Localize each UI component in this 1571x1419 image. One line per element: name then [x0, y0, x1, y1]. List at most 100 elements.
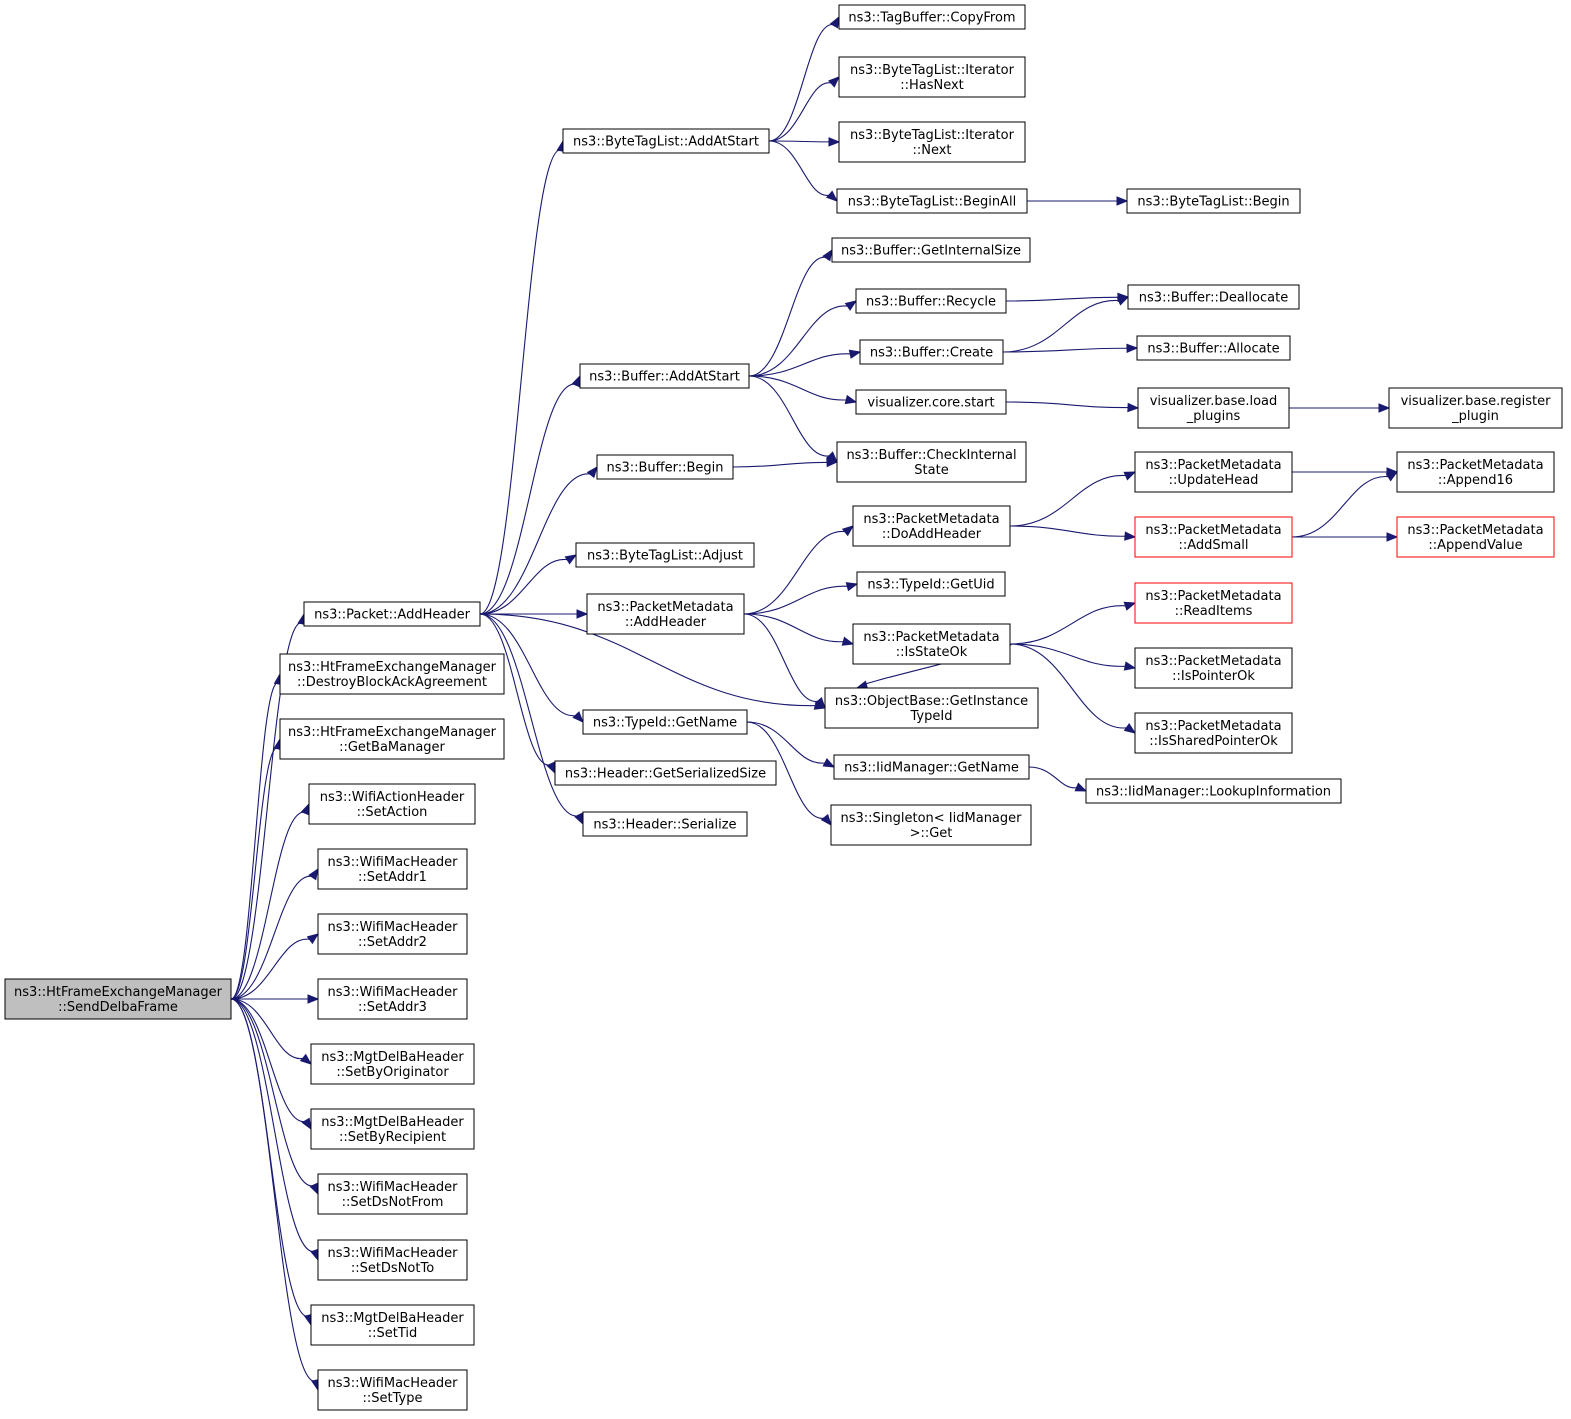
edge-n14-to-n23: [768, 15, 840, 142]
node-n13[interactable]: ns3::WifiMacHeader::SetType: [317, 1369, 468, 1411]
edge-arrowhead: [306, 933, 320, 945]
node-n45[interactable]: ns3::PacketMetadata::IsPointerOk: [1134, 647, 1293, 689]
node-label-line: ::SetType: [363, 1391, 423, 1406]
node-box: [1137, 387, 1290, 429]
node-n3[interactable]: ns3::HtFrameExchangeManager::GetBaManage…: [279, 718, 505, 760]
node-n5[interactable]: ns3::WifiMacHeader::SetAddr1: [317, 848, 468, 890]
edge-n41-to-n43: [1292, 532, 1399, 542]
node-n1[interactable]: ns3::Packet::AddHeader: [303, 601, 481, 627]
node-n17[interactable]: ns3::ByteTagList::Adjust: [575, 542, 755, 568]
node-n24[interactable]: ns3::ByteTagList::Iterator::HasNext: [838, 56, 1026, 98]
node-n30[interactable]: ns3::Buffer::Create: [859, 339, 1004, 365]
edge-n30-to-n34: [1002, 343, 1139, 354]
node-n49[interactable]: ns3::IidManager::LookupInformation: [1085, 778, 1342, 804]
node-label-line: _plugins: [1186, 409, 1241, 424]
edge-n0-to-n6: [230, 933, 320, 1000]
edge-arrowhead: [546, 761, 556, 775]
node-box: [852, 505, 1011, 547]
node-n21[interactable]: ns3::Header::Serialize: [582, 811, 748, 837]
edge-arrowhead: [301, 1117, 312, 1131]
node-n0[interactable]: ns3::HtFrameExchangeManager::SendDelbaFr…: [4, 978, 232, 1020]
node-n48[interactable]: ns3::Singleton< IidManager >::Get: [830, 804, 1032, 846]
node-n29[interactable]: ns3::Buffer::Recycle: [855, 288, 1007, 314]
node-n14[interactable]: ns3::ByteTagList::AddAtStart: [562, 128, 770, 154]
node-n12[interactable]: ns3::MgtDelBaHeader::SetTid: [310, 1304, 475, 1346]
node-label-line: ::SetByOriginator: [336, 1065, 449, 1080]
node-n44[interactable]: ns3::PacketMetadata::ReadItems: [1134, 582, 1293, 624]
node-n41[interactable]: ns3::PacketMetadata::AddSmall: [1134, 516, 1293, 558]
node-box: [308, 783, 476, 825]
edge-arrowhead: [310, 1248, 320, 1262]
edge-n30-to-n33: [1002, 296, 1130, 353]
node-n23[interactable]: ns3::TagBuffer::CopyFrom: [838, 4, 1026, 30]
node-n37[interactable]: ns3::PacketMetadata::DoAddHeader: [852, 505, 1011, 547]
edge-line: [768, 24, 835, 142]
node-n43[interactable]: ns3::PacketMetadata::AppendValue: [1396, 516, 1555, 558]
edge-arrowhead: [1123, 471, 1137, 481]
node-label-line: ::SetTid: [368, 1326, 418, 1341]
node-n20[interactable]: ns3::Header::GetSerializedSize: [554, 760, 777, 786]
edge-arrowhead: [1123, 601, 1137, 611]
node-box: [830, 804, 1032, 846]
node-label-line: ns3::ByteTagList::AddAtStart: [573, 135, 759, 150]
node-n15[interactable]: ns3::Buffer::AddAtStart: [579, 363, 750, 389]
edge-n39-to-n44: [1009, 601, 1137, 645]
edge-arrowhead: [1124, 531, 1137, 541]
edge-line: [230, 938, 311, 1000]
edge-line: [230, 998, 317, 1382]
edge-n1-to-n20: [479, 613, 556, 775]
node-n47[interactable]: ns3::IidManager::GetName: [833, 754, 1030, 780]
edge-n0-to-n10: [230, 998, 319, 1196]
edge-line: [230, 998, 315, 1187]
node-n36[interactable]: visualizer.base.register_plugin: [1388, 387, 1563, 429]
node-n28[interactable]: ns3::Buffer::GetInternalSize: [831, 237, 1031, 263]
node-n6[interactable]: ns3::WifiMacHeader::SetAddr2: [317, 913, 468, 955]
node-n40[interactable]: ns3::PacketMetadata::UpdateHead: [1134, 451, 1293, 493]
node-n8[interactable]: ns3::MgtDelBaHeader::SetByOriginator: [310, 1043, 475, 1085]
edge-n15-to-n31: [748, 375, 858, 405]
edge-arrowhead: [829, 15, 840, 29]
node-box: [582, 811, 748, 837]
node-n31[interactable]: visualizer.core.start: [855, 389, 1007, 415]
node-n35[interactable]: visualizer.base.load_plugins: [1137, 387, 1290, 429]
edge-line: [768, 140, 831, 143]
edge-arrowhead: [300, 802, 310, 816]
node-box: [1134, 516, 1293, 558]
edge-line: [479, 149, 562, 615]
node-n19[interactable]: ns3::TypeId::GetName: [582, 709, 748, 735]
edge-arrowhead: [571, 374, 581, 388]
node-n4[interactable]: ns3::WifiActionHeader::SetAction: [308, 783, 476, 825]
node-label-line: ns3::Buffer::Deallocate: [1139, 291, 1288, 306]
node-label-line: ns3::PacketMetadata: [863, 512, 999, 527]
node-n18[interactable]: ns3::PacketMetadata::AddHeader: [586, 593, 745, 635]
edge-line: [479, 613, 577, 717]
node-label-line: visualizer.base.load: [1150, 394, 1278, 409]
node-box: [1134, 582, 1293, 624]
node-n10[interactable]: ns3::WifiMacHeader::SetDsNotFrom: [317, 1173, 468, 1215]
node-label-line: ns3::IidManager::GetName: [844, 761, 1019, 776]
node-n11[interactable]: ns3::WifiMacHeader::SetDsNotTo: [317, 1239, 468, 1281]
edge-n0-to-n2: [230, 672, 284, 1000]
node-n2[interactable]: ns3::HtFrameExchangeManager::DestroyBloc…: [279, 653, 505, 695]
node-n33[interactable]: ns3::Buffer::Deallocate: [1127, 284, 1300, 310]
node-label-line: ::HasNext: [900, 78, 964, 93]
node-n38[interactable]: ns3::TypeId::GetUid: [856, 571, 1006, 597]
node-n27[interactable]: ns3::ByteTagList::Begin: [1126, 188, 1301, 214]
node-n39[interactable]: ns3::PacketMetadata::IsStateOk: [852, 623, 1011, 665]
edge-line: [230, 747, 279, 1000]
node-label-line: ns3::WifiMacHeader: [327, 1180, 458, 1195]
node-label-line: visualizer.base.register: [1401, 394, 1552, 409]
node-n25[interactable]: ns3::ByteTagList::Iterator::Next: [838, 121, 1026, 163]
node-n34[interactable]: ns3::Buffer::Allocate: [1136, 335, 1291, 361]
node-n46[interactable]: ns3::PacketMetadata::IsSharedPointerOk: [1134, 712, 1293, 754]
edge-arrowhead: [307, 994, 320, 1004]
node-n7[interactable]: ns3::WifiMacHeader::SetAddr3: [317, 978, 468, 1020]
node-n9[interactable]: ns3::MgtDelBaHeader::SetByRecipient: [310, 1108, 475, 1150]
edge-line: [230, 622, 303, 1000]
node-n26[interactable]: ns3::ByteTagList::BeginAll: [836, 188, 1028, 214]
node-n42[interactable]: ns3::PacketMetadata::Append16: [1396, 451, 1555, 493]
node-n16[interactable]: ns3::Buffer::Begin: [596, 454, 734, 480]
